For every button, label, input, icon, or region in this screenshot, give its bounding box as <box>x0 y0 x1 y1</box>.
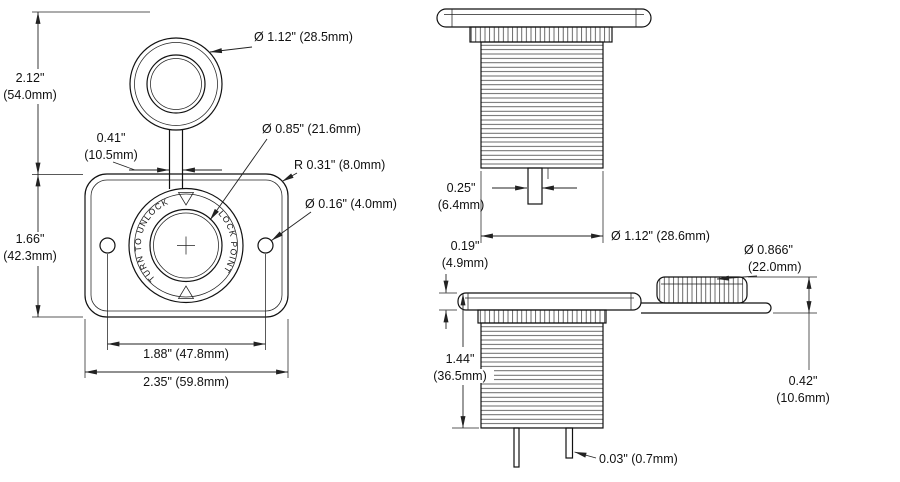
panel-outline <box>84 173 289 318</box>
dim-flange-height-mm: (4.9mm) <box>442 256 489 270</box>
dim-cap-diameter-side-mm: (22.0mm) <box>748 260 801 274</box>
alignment-triangle-top <box>177 192 195 206</box>
dim-panel-height: 1.66" (42.3mm) <box>3 174 83 318</box>
dim-terminal-thickness-label: 0.03" (0.7mm) <box>599 452 678 466</box>
threaded-body-capped <box>480 322 604 429</box>
spade-terminal <box>527 167 543 205</box>
dim-flange-height-in: 0.19" <box>451 239 480 253</box>
dim-panel-width: 2.35" (59.8mm) <box>84 319 289 389</box>
threaded-body <box>480 41 604 169</box>
dim-strap-width-mm: (10.5mm) <box>84 148 137 162</box>
mounting-hole-right <box>257 237 274 254</box>
cap-outer-circle <box>129 37 223 131</box>
dim-cap-height-in: 0.42" <box>789 374 818 388</box>
dim-terminal-width-in: 0.25" <box>447 181 476 195</box>
flange-capped <box>457 292 642 311</box>
front-view: TURN TO UNLOCK LOCK POINT Ø 1.12" (28.5m… <box>3 11 397 389</box>
flange <box>436 8 652 28</box>
knurl-collar <box>469 26 613 43</box>
terminal-pin-left <box>513 427 520 468</box>
dim-overall-height-in: 2.12" <box>16 71 45 85</box>
socket-bore <box>149 208 223 283</box>
dim-body-diameter: Ø 1.12" (28.6mm) <box>480 171 710 243</box>
dim-panel-height-mm: (42.3mm) <box>3 249 56 263</box>
dim-mounting-hole: Ø 0.16" (4.0mm) <box>271 197 397 241</box>
dim-panel-height-in: 1.66" <box>16 232 45 246</box>
mounting-hole-left <box>99 237 116 254</box>
dim-strap-width: 0.41" (10.5mm) <box>84 131 222 173</box>
alignment-triangle-bottom <box>177 285 195 299</box>
dim-cap-height-mm: (10.6mm) <box>776 391 829 405</box>
dim-overall-height: 2.12" (54.0mm) <box>3 11 150 175</box>
terminal-pin-right <box>565 427 574 459</box>
dim-cap-diameter: Ø 1.12" (28.5mm) <box>209 30 353 54</box>
dim-hole-spacing-label: 1.88" (47.8mm) <box>143 347 229 361</box>
dim-cap-height: 0.42" (10.6mm) <box>748 276 830 405</box>
dim-terminal-thickness: 0.03" (0.7mm) <box>574 451 678 466</box>
cap-strap <box>168 129 184 189</box>
dim-socket-bore: Ø 0.85" (21.6mm) <box>209 122 361 221</box>
dim-overall-height-mm: (54.0mm) <box>3 88 56 102</box>
dim-body-length-in: 1.44" <box>446 352 475 366</box>
cap-mid-circle <box>134 42 218 126</box>
dim-body-length: 1.44" (36.5mm) <box>428 293 494 429</box>
cap-side-view <box>656 276 748 304</box>
dim-body-length-mm: (36.5mm) <box>433 369 486 383</box>
side-view-body: 0.25" (6.4mm) Ø 1.12" (28.6mm) <box>436 8 710 243</box>
dim-corner-radius: R 0.31" (8.0mm) <box>281 158 385 182</box>
dim-cap-diameter-side-in: Ø 0.866" <box>744 243 793 257</box>
cap-top-view <box>129 37 223 131</box>
dim-body-diameter-label: Ø 1.12" (28.6mm) <box>611 229 710 243</box>
cap-inner-circle <box>146 54 206 114</box>
dim-hole-spacing: 1.88" (47.8mm) <box>107 254 266 361</box>
socket-bezel: TURN TO UNLOCK LOCK POINT <box>128 187 244 304</box>
dim-strap-width-in: 0.41" <box>97 131 126 145</box>
dim-socket-bore-label: Ø 0.85" (21.6mm) <box>262 122 361 136</box>
dim-terminal-width-mm: (6.4mm) <box>438 198 485 212</box>
dim-cap-diameter-label: Ø 1.12" (28.5mm) <box>254 30 353 44</box>
side-view-capped: 0.19" (4.9mm) Ø 0.866" (22.0mm) 1.44" (3… <box>428 239 830 468</box>
dim-terminal-width: 0.25" (6.4mm) <box>438 181 577 212</box>
dim-panel-width-label: 2.35" (59.8mm) <box>143 375 229 389</box>
cap-strap-side <box>641 302 772 314</box>
dim-cap-diameter-side: Ø 0.866" (22.0mm) <box>716 243 801 281</box>
dim-corner-radius-label: R 0.31" (8.0mm) <box>294 158 385 172</box>
dim-mounting-hole-label: Ø 0.16" (4.0mm) <box>305 197 397 211</box>
dim-flange-height: 0.19" (4.9mm) <box>439 239 488 329</box>
knurl-collar-capped <box>477 309 607 324</box>
bezel-text-turn-to-unlock: TURN TO UNLOCK <box>133 196 170 284</box>
cap-inner-circle-2 <box>150 58 202 110</box>
panel-inner-outline <box>90 179 283 312</box>
